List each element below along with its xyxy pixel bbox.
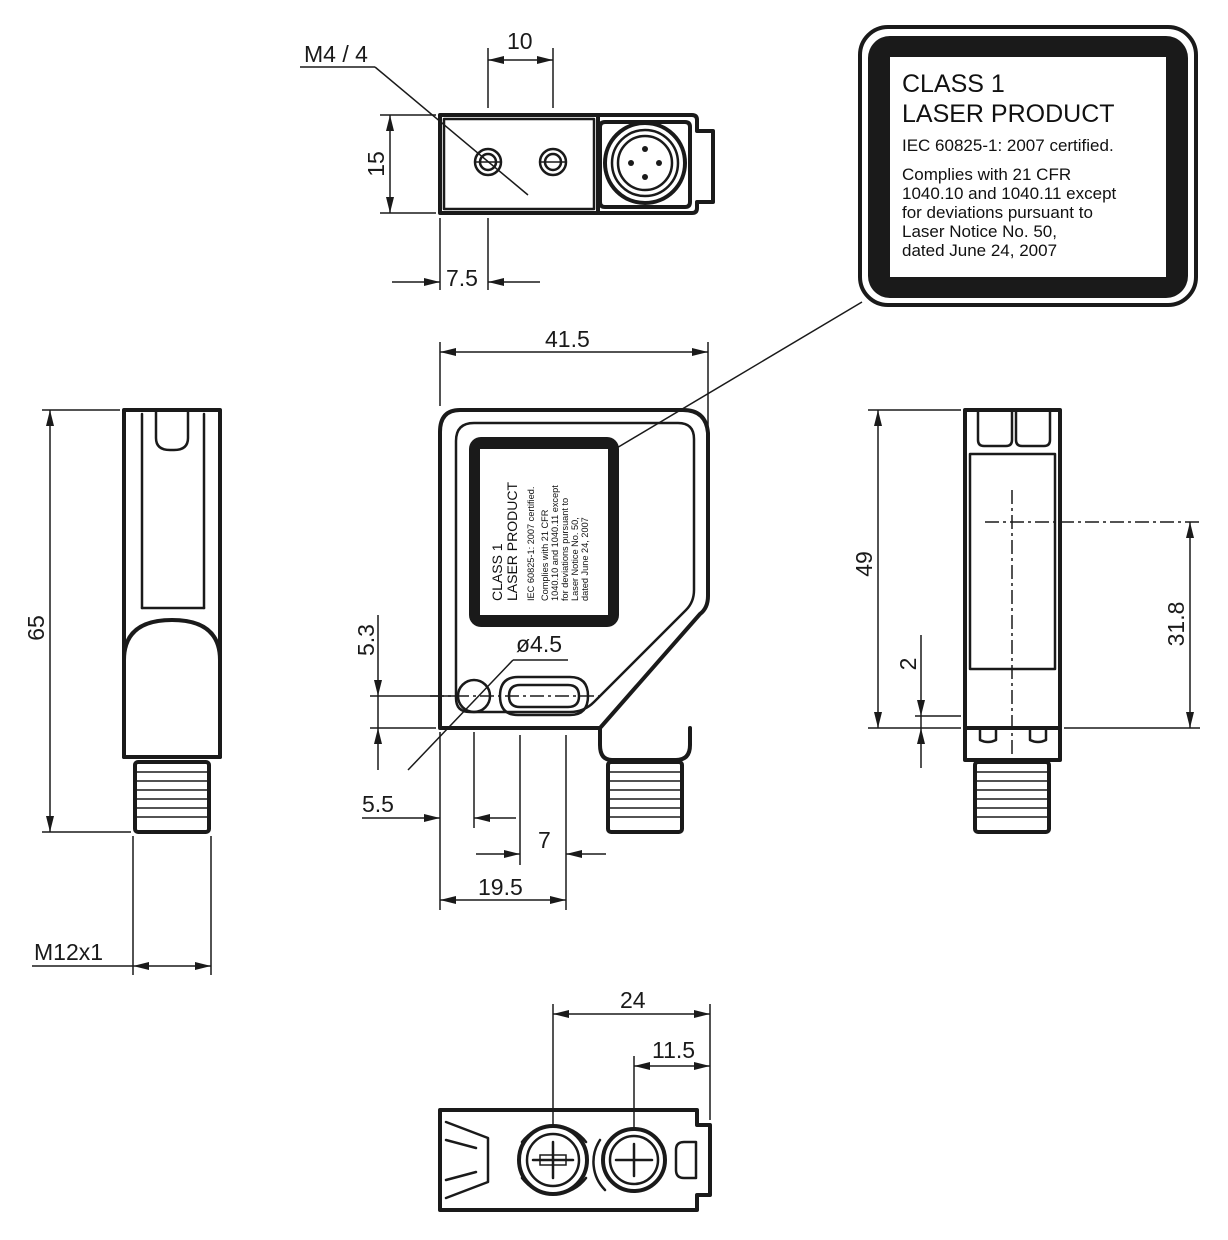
dim-top-height: 15: [363, 151, 389, 177]
bottom-view: [438, 1004, 712, 1212]
callout-leader: [604, 301, 863, 456]
label-cfr: 1040.10 and 1040.11 except: [902, 184, 1117, 203]
dim-hole-offset: 5.5: [362, 791, 394, 817]
dim-slot-offset: 19.5: [478, 874, 523, 900]
laser-label-callout: [858, 25, 1198, 307]
small-label-cfr: 1040.10 and 1040.11 except: [550, 485, 560, 601]
small-label-notice: Laser Notice No. 50,: [570, 517, 580, 601]
small-label-class: CLASS 1: [489, 543, 505, 601]
dim-top-offset: 7.5: [446, 265, 478, 291]
dim-hole-height: 5.3: [353, 624, 379, 656]
dim-axis-height: 31.8: [1163, 602, 1189, 647]
dim-bottom-width: 24: [620, 987, 646, 1013]
laser-label-text: CLASS 1 LASER PRODUCT IEC 60825-1: 2007 …: [902, 70, 1117, 260]
top-view: [300, 48, 715, 290]
dim-thread-top: M4 / 4: [304, 41, 368, 67]
dim-base-offset: 2: [895, 658, 921, 671]
small-label-deviations: for deviations pursuant to: [560, 498, 570, 601]
dim-bottom-offset: 11.5: [652, 1037, 695, 1063]
label-product: LASER PRODUCT: [902, 100, 1115, 128]
left-side-view: [32, 408, 222, 975]
label-deviations: for deviations pursuant to: [902, 203, 1093, 222]
dim-right-height: 49: [851, 551, 877, 577]
dim-side-height: 65: [23, 615, 49, 641]
label-date: dated June 24, 2007: [902, 241, 1057, 260]
front-view: [362, 342, 710, 910]
dim-slot-width: 7: [538, 827, 551, 853]
label-notice: Laser Notice No. 50,: [902, 222, 1057, 241]
dim-hole-diameter: ø4.5: [516, 631, 562, 657]
laser-label-small-text: CLASS 1 LASER PRODUCT IEC 60825-1: 2007 …: [489, 482, 590, 601]
small-label-date: dated June 24, 2007: [580, 517, 590, 601]
label-complies: Complies with 21 CFR: [902, 165, 1071, 184]
dim-front-width: 41.5: [545, 326, 590, 352]
small-label-iec: IEC 60825-1: 2007 certified.: [526, 487, 536, 601]
dim-top-width: 10: [507, 28, 533, 54]
label-class: CLASS 1: [902, 70, 1005, 98]
small-label-complies: Complies with 21 CFR: [540, 509, 550, 601]
small-label-product: LASER PRODUCT: [504, 482, 520, 601]
right-side-view: [868, 408, 1200, 834]
label-iec: IEC 60825-1: 2007 certified.: [902, 136, 1114, 155]
dim-connector-thread: M12x1: [34, 939, 103, 965]
